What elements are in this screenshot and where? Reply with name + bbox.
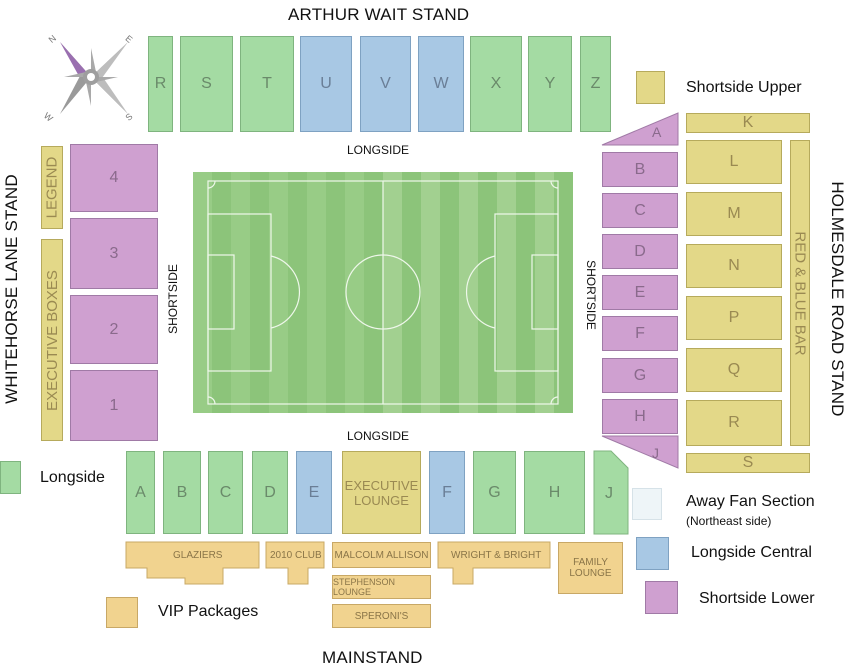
section-south-e[interactable]: E <box>296 451 332 534</box>
section-east-lower-h[interactable]: H <box>602 399 678 434</box>
section-east-upper-p[interactable]: P <box>686 296 782 340</box>
pitch <box>193 172 573 413</box>
section-north-t[interactable]: T <box>240 36 294 132</box>
section-east-lower-a[interactable]: A <box>652 124 662 140</box>
section-north-z[interactable]: Z <box>580 36 611 132</box>
legend-swatch-vip-packages <box>106 597 138 628</box>
section-east-upper-m[interactable]: M <box>686 192 782 236</box>
section-east-lower-b[interactable]: B <box>602 152 678 187</box>
section-south-a[interactable]: A <box>126 451 155 534</box>
stand-south-label: MAINSTAND <box>322 648 423 667</box>
shortside-label-west: SHORTSIDE <box>166 264 180 334</box>
legend-swatch-away-fan <box>632 488 662 520</box>
section-east-lower-j[interactable]: J <box>652 445 659 461</box>
stand-east-label: HOLMESDALE ROAD STAND <box>828 181 847 417</box>
executive-lounge[interactable]: EXECUTIVE LOUNGE <box>342 451 421 534</box>
club-2010-shape <box>265 541 325 585</box>
strip-legend[interactable]: LEGEND <box>41 146 63 229</box>
legend-away-fan-section: Away Fan Section <box>686 493 815 510</box>
glaziers-label[interactable]: GLAZIERS <box>173 550 223 561</box>
section-east-upper-r[interactable]: R <box>686 400 782 446</box>
legend-swatch-longside <box>0 461 21 494</box>
compass-rose-icon <box>60 42 128 114</box>
longside-label-top: LONGSIDE <box>347 143 410 157</box>
section-north-y[interactable]: Y <box>528 36 572 132</box>
speronis-label: SPERONI'S <box>354 610 409 622</box>
section-south-b[interactable]: B <box>163 451 201 534</box>
section-north-s[interactable]: S <box>180 36 233 132</box>
legend-longside-central: Longside Central <box>691 544 812 561</box>
stand-north-label: ARTHUR WAIT STAND <box>288 5 470 24</box>
section-east-lower-g[interactable]: G <box>602 358 678 393</box>
legend-shortside-upper: Shortside Upper <box>686 79 802 96</box>
section-east-upper-q[interactable]: Q <box>686 348 782 392</box>
speronis[interactable]: SPERONI'S <box>332 604 431 628</box>
wright-bright-label[interactable]: WRIGHT & BRIGHT <box>451 550 542 561</box>
section-north-r[interactable]: R <box>148 36 173 132</box>
shortside-label-east: SHORTSIDE <box>584 260 598 330</box>
section-south-d[interactable]: D <box>252 451 288 534</box>
section-east-lower-j-shape <box>601 435 679 469</box>
section-south-j[interactable]: J <box>605 485 613 502</box>
legend-vip-packages: VIP Packages <box>158 603 259 620</box>
malcolm-allison-label: MALCOLM ALLISON <box>334 549 429 561</box>
section-east-lower-c[interactable]: C <box>602 193 678 228</box>
family-lounge[interactable]: FAMILY LOUNGE <box>558 542 623 594</box>
strip-legend-label: LEGEND <box>43 156 61 219</box>
malcolm-allison[interactable]: MALCOLM ALLISON <box>332 542 431 568</box>
executive-lounge-label: EXECUTIVE LOUNGE <box>344 477 419 508</box>
compass-rose: N E W S <box>38 32 144 128</box>
stephenson-lounge-label: STEPHENSON LOUNGE <box>333 577 396 597</box>
section-south-f[interactable]: F <box>429 451 465 534</box>
stephenson-lounge[interactable]: STEPHENSON LOUNGE <box>332 575 431 599</box>
section-east-lower-a-shape <box>601 112 679 146</box>
section-north-w[interactable]: W <box>418 36 464 132</box>
section-east-upper-s[interactable]: S <box>686 453 810 473</box>
legend-swatch-shortside-lower <box>645 581 678 614</box>
section-east-lower-e[interactable]: E <box>602 275 678 310</box>
legend-swatch-shortside-upper <box>636 71 665 104</box>
legend-swatch-longside-central <box>636 537 669 570</box>
section-north-u[interactable]: U <box>300 36 352 132</box>
strip-red-blue-bar-label: RED & BLUE BAR <box>791 230 809 356</box>
pitch-markings <box>193 172 573 413</box>
section-west-2[interactable]: 2 <box>70 295 158 364</box>
section-north-v[interactable]: V <box>360 36 411 132</box>
strip-red-blue-bar[interactable]: RED & BLUE BAR <box>790 140 810 446</box>
section-west-1[interactable]: 1 <box>70 370 158 441</box>
legend-away-fan-note: (Northeast side) <box>686 514 772 528</box>
wright-bright-shape <box>437 541 551 585</box>
section-south-g[interactable]: G <box>473 451 516 534</box>
section-west-4[interactable]: 4 <box>70 144 158 212</box>
legend-shortside-lower: Shortside Lower <box>699 590 815 607</box>
section-south-c[interactable]: C <box>208 451 243 534</box>
strip-executive-boxes[interactable]: EXECUTIVE BOXES <box>41 239 63 441</box>
longside-label-bottom: LONGSIDE <box>347 429 410 443</box>
section-west-3[interactable]: 3 <box>70 218 158 289</box>
family-lounge-label: FAMILY LOUNGE <box>569 557 612 579</box>
glaziers-shape <box>125 541 260 585</box>
club-2010-label[interactable]: 2010 CLUB <box>270 550 322 561</box>
section-north-x[interactable]: X <box>470 36 522 132</box>
section-south-h[interactable]: H <box>524 451 585 534</box>
stand-west-label: WHITEHORSE LANE STAND <box>2 174 21 404</box>
section-east-upper-k[interactable]: K <box>686 113 810 133</box>
strip-executive-boxes-label: EXECUTIVE BOXES <box>43 269 61 411</box>
legend-longside: Longside <box>40 469 105 486</box>
section-east-lower-d[interactable]: D <box>602 234 678 269</box>
section-east-upper-n[interactable]: N <box>686 244 782 288</box>
section-east-upper-l[interactable]: L <box>686 140 782 184</box>
section-east-lower-f[interactable]: F <box>602 316 678 351</box>
